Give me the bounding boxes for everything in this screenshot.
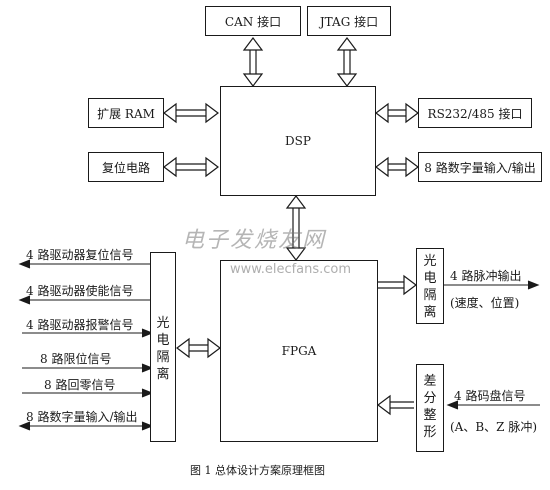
reset-dsp-bus: [163, 156, 219, 178]
encoder-input-label: 4 路码盘信号: [454, 389, 526, 403]
rs232-interface-label: RS232/485 接口: [427, 106, 523, 121]
signal-label-enable: 4 路驱动器使能信号: [26, 284, 134, 298]
encoder-input-note: (A、B、Z 脉冲): [450, 420, 538, 434]
dsp-box: DSP: [220, 86, 376, 196]
diff-shaping-label: 差分整形: [423, 374, 437, 440]
dsp-dio-bus: [375, 156, 419, 178]
opto-left-box: 光电隔离: [150, 252, 176, 442]
watermark-url: www.elecfans.com: [230, 262, 352, 277]
signal-label-home: 8 路回零信号: [44, 378, 116, 392]
fpga-label: FPGA: [281, 344, 317, 358]
reset-circuit-box: 复位电路: [88, 152, 164, 182]
pulse-output-note: (速度、位置): [450, 296, 520, 310]
fpga-opto-right-bus: [378, 274, 417, 296]
signal-label-limit: 8 路限位信号: [40, 352, 112, 366]
signal-label-dio: 8 路数字量输入/输出: [26, 410, 138, 424]
can-interface-box: CAN 接口: [205, 6, 301, 36]
opto-right-box: 光电隔离: [416, 248, 444, 324]
opto-left-label: 光电隔离: [156, 316, 170, 382]
opto-fpga-bus: [176, 337, 221, 359]
opto-right-label: 光电隔离: [423, 254, 437, 320]
figure-caption: 图 1 总体设计方案原理框图: [190, 464, 325, 477]
rs232-interface-box: RS232/485 接口: [418, 98, 532, 128]
pulse-output-label: 4 路脉冲输出: [450, 269, 522, 283]
jtag-interface-label: JTAG 接口: [319, 14, 379, 29]
watermark-logo-text: 电子发烧友网: [182, 228, 327, 253]
dsp-fpga-bus: [285, 195, 307, 261]
ram-box: 扩展 RAM: [88, 98, 164, 128]
diff-fpga-bus: [377, 394, 414, 416]
diff-shaping-box: 差分整形: [416, 364, 444, 452]
fpga-box: FPGA: [220, 260, 378, 442]
jtag-interface-box: JTAG 接口: [307, 6, 391, 36]
dio-right-box: 8 路数字量输入/输出: [418, 152, 542, 182]
can-dsp-bus: [242, 37, 264, 87]
signal-label-alarm: 4 路驱动器报警信号: [26, 318, 134, 332]
signal-label-reset: 4 路驱动器复位信号: [26, 248, 134, 262]
dio-right-label: 8 路数字量输入/输出: [424, 160, 536, 175]
ram-dsp-bus: [163, 102, 219, 124]
ram-label: 扩展 RAM: [97, 106, 155, 121]
dsp-rs232-bus: [375, 102, 419, 124]
dsp-label: DSP: [285, 134, 311, 148]
can-interface-label: CAN 接口: [224, 14, 282, 29]
reset-circuit-label: 复位电路: [101, 160, 150, 175]
jtag-dsp-bus: [336, 37, 358, 87]
